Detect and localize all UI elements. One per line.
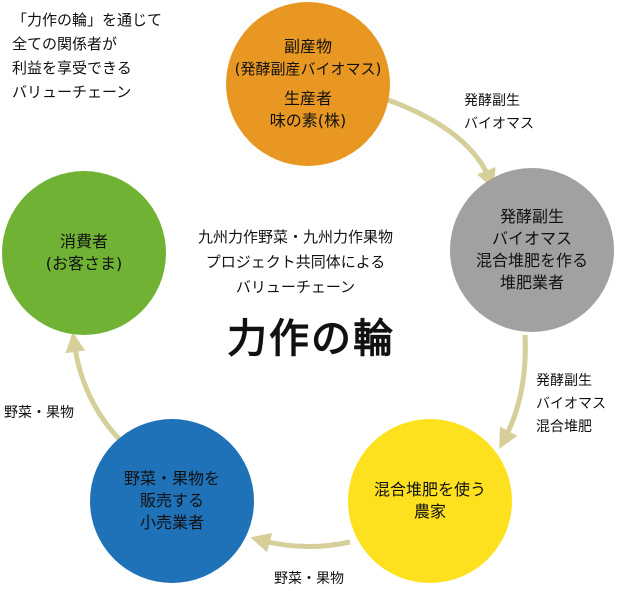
node-text: 発酵副生: [499, 207, 564, 226]
center-subtitle-line: プロジェクト共同体による: [205, 253, 386, 271]
arrow-producer-to-compost: [387, 97, 496, 190]
flow-label-line: 発酵副生: [464, 93, 520, 109]
tagline-line: 利益を享受できる: [12, 59, 132, 77]
flow-label-line: バイオマス: [464, 116, 534, 132]
flow-label-line: 混合堆肥: [536, 419, 592, 435]
node-farmer: 混合堆肥を使う 農家: [348, 419, 512, 583]
node-consumer: 消費者 (お客さま): [2, 171, 166, 335]
flow-label-line: 発酵副生: [536, 373, 592, 389]
node-text: 堆肥業者: [499, 273, 564, 292]
flow-label-farmer-to-retailer: 野菜・果物: [274, 571, 344, 587]
node-producer: 副産物 (発酵副産バイオマス) 生産者 味の素(株): [226, 2, 390, 166]
tagline-line: バリューチェーン: [12, 83, 132, 101]
flow-label-line: バイオマス: [536, 396, 606, 412]
tagline: 「力作の輪」を通じて 全ての関係者が 利益を享受できる バリューチェーン: [12, 8, 162, 104]
node-compost-maker: 発酵副生 バイオマス 混合堆肥を作る 堆肥業者: [450, 168, 614, 332]
arrow-farmer-to-retailer: [250, 532, 351, 553]
center-subtitle: 九州力作野菜・九州力作果物 プロジェクト共同体による バリューチェーン: [198, 225, 393, 300]
node-text: 農家: [413, 502, 446, 521]
flow-label-compost-to-farmer: 発酵副生 バイオマス 混合堆肥: [536, 370, 606, 439]
node-retailer: 野菜・果物を 販売する 小売業者: [90, 419, 254, 583]
node-text: 販売する: [139, 491, 204, 510]
node-text: (発酵副産バイオマス): [234, 60, 382, 78]
node-text: 生産者: [283, 89, 332, 108]
center-subtitle-line: バリューチェーン: [235, 278, 356, 296]
center-subtitle-line: 九州力作野菜・九州力作果物: [198, 228, 394, 246]
node-text: バイオマス: [491, 229, 572, 248]
node-text: 野菜・果物を: [123, 469, 220, 488]
node-text: 混合堆肥を使う: [373, 480, 486, 499]
node-text: 副産物: [283, 37, 332, 56]
node-text: 味の素(株): [269, 111, 347, 130]
node-text: (お客さま): [45, 254, 123, 273]
node-text: 消費者: [59, 232, 108, 251]
center-title: 力作の輪: [227, 316, 395, 362]
tagline-line: 「力作の輪」を通じて: [12, 11, 163, 29]
flow-label-producer-to-compost: 発酵副生 バイオマス: [464, 90, 534, 136]
flow-label-retailer-to-consumer: 野菜・果物: [4, 405, 74, 421]
node-text: 小売業者: [139, 513, 204, 532]
arrow-compost-to-farmer: [499, 334, 528, 449]
tagline-line: 全ての関係者が: [12, 35, 118, 53]
node-text: 混合堆肥を作る: [475, 251, 588, 270]
arrow-retailer-to-consumer: [65, 332, 122, 442]
